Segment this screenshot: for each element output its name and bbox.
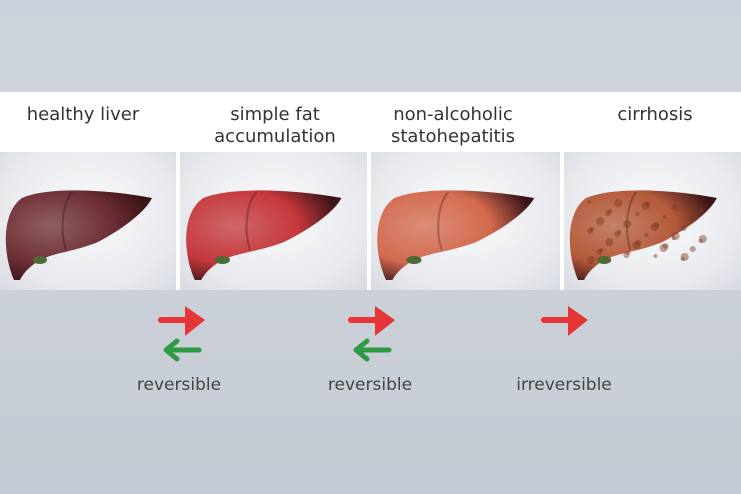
left-arrow-icon xyxy=(163,338,202,362)
liver-panel-healthy xyxy=(0,152,176,290)
right-arrow-icon xyxy=(541,306,588,336)
stage-title-fat: simple fat accumulation xyxy=(214,104,336,147)
liver-icon xyxy=(569,190,717,280)
transition-label-3: irreversible xyxy=(516,375,612,395)
right-arrow-icon xyxy=(158,306,205,336)
transition-label-2: reversible xyxy=(327,375,413,395)
divider xyxy=(560,152,564,290)
reversible-arrows-1 xyxy=(157,306,207,362)
stage-title-healthy: healthy liver xyxy=(26,104,140,125)
liver-icon xyxy=(377,190,535,280)
liver-icon xyxy=(186,190,342,280)
divider xyxy=(367,152,371,290)
title-strip xyxy=(0,92,741,152)
right-arrow-icon xyxy=(348,306,395,336)
transition-label-1: reversible xyxy=(136,375,222,395)
divider xyxy=(176,152,180,290)
irreversible-arrow xyxy=(540,306,590,362)
stage-title-cirrhosis: cirrhosis xyxy=(617,104,693,125)
left-arrow-icon xyxy=(353,338,392,362)
liver-panel-cirrhosis xyxy=(564,152,741,290)
liver-panel-nash xyxy=(371,152,560,290)
reversible-arrows-2 xyxy=(347,306,397,362)
liver-panel-fat xyxy=(180,152,367,290)
stage-title-nash: non-alcoholic statohepatitis xyxy=(391,104,515,147)
liver-icon xyxy=(5,190,152,280)
